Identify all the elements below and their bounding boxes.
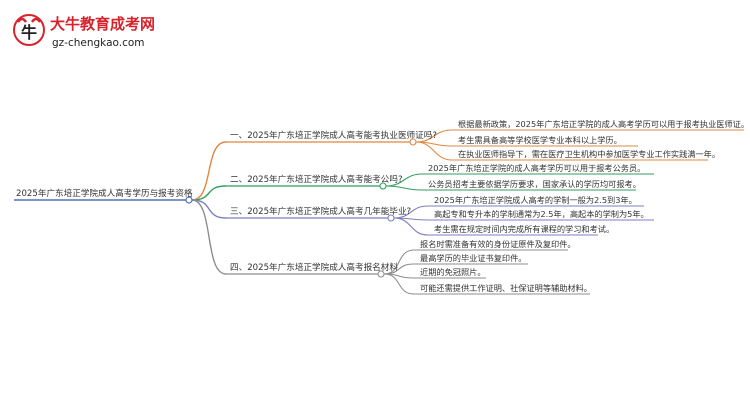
- leaf-label-1-3: 在执业医师指导下，需在医疗卫生机构中参加医学专业工作实践满一年。: [458, 149, 720, 159]
- branch-connector-1: [191, 141, 227, 201]
- site-logo[interactable]: 牛 大牛教育成考网 gz-chengkao.com: [12, 12, 162, 52]
- leaf-label-3-1: 2025年广东培正学院成人高考的学制一般为2.5到3年。: [434, 195, 637, 205]
- branch-connector-2: [191, 185, 227, 201]
- leaf-label-1-1: 根据最新政策，2025年广东培正学院的成人高考学历可以用于报考执业医师证。: [458, 119, 749, 129]
- svg-text:牛: 牛: [21, 23, 37, 42]
- brand-name: 大牛教育成考网: [50, 15, 155, 33]
- leaf-label-4-2: 最高学历的毕业证书复印件。: [420, 253, 526, 263]
- leaf-connector-1-3: [415, 141, 453, 161]
- leaf-connector-2-2: [385, 185, 423, 191]
- branch-connector-3: [191, 199, 227, 219]
- leaf-label-3-3: 考生需在规定时间内完成所有课程的学习和考试。: [434, 224, 614, 234]
- leaf-label-2-2: 公务员招考主要依据学历要求，国家承认的学历均可报考。: [428, 179, 641, 189]
- leaf-label-4-4: 可能还需提供工作证明、社保证明等辅助材料。: [420, 283, 592, 293]
- branch-label-3: 三、2025年广东培正学院成人高考几年能毕业?: [230, 205, 411, 217]
- brand-url: gz-chengkao.com: [52, 37, 145, 49]
- branch-label-1: 一、2025年广东培正学院成人高考能考执业医师证吗?: [230, 129, 437, 141]
- root-connector-dot: [185, 196, 193, 204]
- leaf-connector-3-3: [393, 217, 429, 236]
- leaf-label-4-3: 近期的免冠照片。: [420, 267, 486, 277]
- leaf-label-1-2: 考生需具备高等学校医学专业本科以上学历。: [458, 135, 622, 145]
- branch-connector-dot-4: [377, 270, 385, 278]
- branch-connector-dot-3: [387, 214, 395, 222]
- leaf-label-4-1: 报名时需准备有效的身份证原件及复印件。: [420, 239, 576, 249]
- leaf-connector-4-4: [383, 273, 415, 295]
- root-node-label: 2025年广东培正学院成人高考学历与报考资格: [16, 187, 193, 199]
- leaf-label-2-1: 2025年广东培正学院的成人高考学历可以用于报考公务员。: [428, 163, 645, 173]
- branch-label-2: 二、2025年广东培正学院成人高考能考公吗?: [230, 173, 403, 185]
- branch-label-4: 四、2025年广东培正学院成人高考报名材料: [230, 261, 398, 273]
- bull-mascot-icon: 牛: [13, 14, 45, 46]
- branch-connector-dot-2: [379, 182, 387, 190]
- branch-connector-dot-1: [409, 138, 417, 146]
- branch-connector-4: [191, 199, 227, 275]
- leaf-label-3-2: 高起专和专升本的学制通常为2.5年，高起本的学制为5年。: [434, 209, 649, 219]
